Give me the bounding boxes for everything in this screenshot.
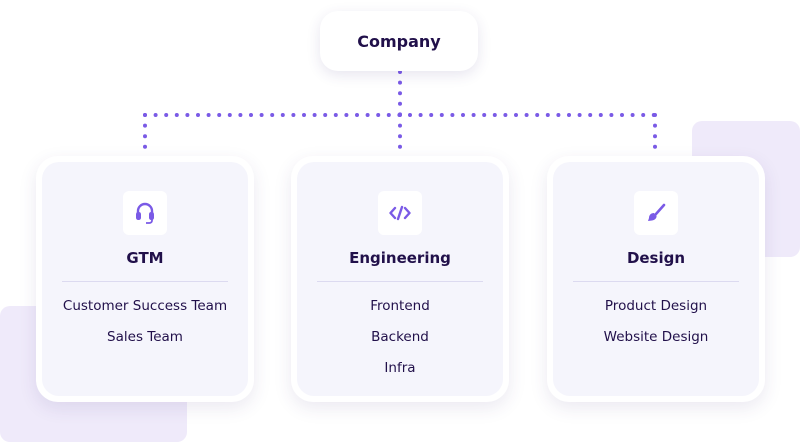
department-title: GTM [126, 249, 164, 267]
headset-icon [136, 202, 154, 224]
team-item: Infra [384, 360, 416, 376]
code-icon [389, 205, 411, 221]
company-node: Company [320, 11, 478, 71]
department-title: Engineering [349, 249, 451, 267]
team-item: Backend [371, 329, 429, 345]
department-title: Design [626, 249, 686, 267]
divider [317, 281, 483, 282]
team-item: Frontend [370, 298, 430, 314]
company-node-label: Company [357, 31, 441, 51]
department-card-design: Design Product Design Website Design [547, 156, 765, 402]
department-card-gtm: GTM Customer Success Team Sales Team [36, 156, 254, 402]
team-item: Product Design [604, 298, 708, 314]
divider [62, 281, 228, 282]
paintbrush-icon [648, 203, 666, 221]
icon-box [378, 191, 422, 235]
team-item: Customer Success Team [62, 298, 228, 314]
icon-box [634, 191, 678, 235]
divider [573, 281, 739, 282]
icon-box [123, 191, 167, 235]
department-card-engineering: Engineering Frontend Backend Infra [291, 156, 509, 402]
team-item: Website Design [603, 329, 709, 345]
team-item: Sales Team [107, 329, 183, 345]
